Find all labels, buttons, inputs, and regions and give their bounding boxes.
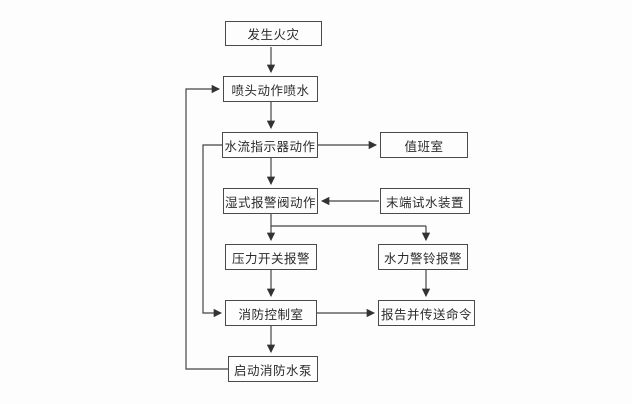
node-wet-alarm-valve: 湿式报警阀动作	[223, 188, 318, 214]
node-hydraulic-bell-alarm: 水力警铃报警	[378, 244, 468, 270]
node-end-test-device: 末端试水装置	[380, 188, 470, 214]
node-sprinkler-sprays: 喷头动作喷水	[223, 76, 318, 102]
node-flow-indicator: 水流指示器动作	[222, 132, 318, 158]
node-start-fire-pump: 启动消防水泵	[228, 356, 318, 382]
edge-wet-branch	[270, 214, 426, 227]
node-fire-control-room: 消防控制室	[225, 300, 317, 326]
node-duty-room: 值班室	[380, 132, 468, 158]
node-report-send-command: 报告并传送命令	[378, 300, 475, 326]
node-fire-occurs: 发生火灾	[225, 21, 322, 46]
edge-pump-to-sprinkler-feedback	[185, 84, 228, 370]
node-pressure-switch-alarm: 压力开关报警	[225, 244, 317, 270]
edge-flow-to-control-bypass	[202, 144, 223, 318]
